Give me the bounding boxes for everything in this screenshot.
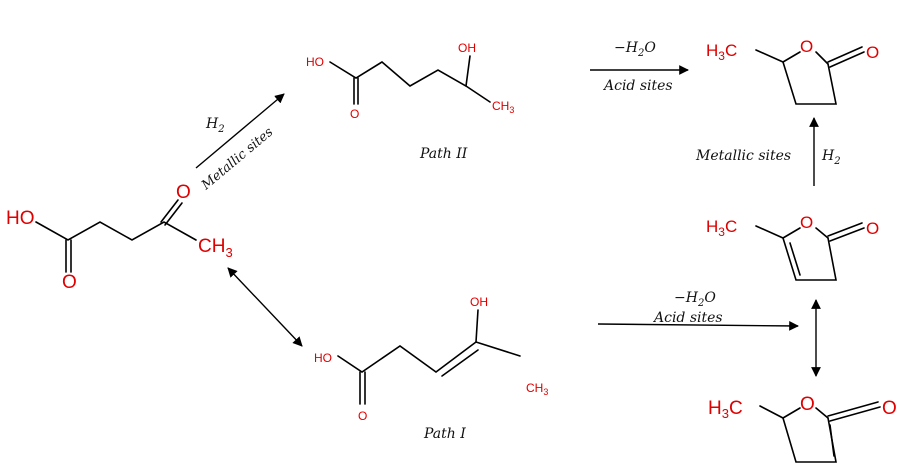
bal-h3c-group: H3C xyxy=(708,398,743,421)
path-i-label: Path I xyxy=(423,426,466,442)
levulinic-ch3-group: CH3 xyxy=(198,236,233,260)
hpe-carbonyl-o-atom: O xyxy=(358,409,367,423)
bal-ring-o-atom: O xyxy=(800,394,815,415)
levulinic-acid-molecule: HO O O CH3 xyxy=(6,182,233,293)
metallic-sites-right-label: Metallic sites xyxy=(695,148,791,164)
levulinic-ketone-o-atom: O xyxy=(176,182,191,203)
levulinic-ho-atom: HO xyxy=(6,208,35,229)
gamma-valerolactone-molecule: H3C O O xyxy=(706,37,879,105)
levulinic-carbonyl-o-atom: O xyxy=(62,272,77,293)
path-i-dehydration-arrow xyxy=(597,321,799,331)
h2-condition-right: H2 xyxy=(821,148,841,167)
bal-carbonyl-o-atom: O xyxy=(882,398,897,419)
hpa-ch3-group: CH3 xyxy=(492,99,514,115)
hydroxypentenoic-acid-molecule: HO OH O CH3 xyxy=(314,295,548,423)
aal-carbonyl-o-atom: O xyxy=(866,219,879,238)
hpe-ch3-group: CH3 xyxy=(526,381,548,397)
gvl-ring-o-atom: O xyxy=(800,37,813,56)
hydroxypentanoic-acid-molecule: HO OH O CH3 xyxy=(306,41,514,121)
alpha-angelica-lactone-molecule: H3C O O xyxy=(706,213,879,281)
beta-angelica-lactone-molecule: H3C O O xyxy=(708,394,897,463)
path-ii-label: Path II xyxy=(419,146,468,162)
path-ii-water-loss: −H2O xyxy=(614,40,656,59)
gvl-h3c-group: H3C xyxy=(706,41,737,63)
aal-ring-o-atom: O xyxy=(800,213,813,232)
hpe-oh-atom: OH xyxy=(470,295,488,309)
aal-h3c-group: H3C xyxy=(706,217,737,239)
hpa-carbonyl-o-atom: O xyxy=(350,107,359,121)
path-ii-acid-sites: Acid sites xyxy=(602,78,673,94)
hpa-ho-atom: HO xyxy=(306,55,324,69)
tautomerization-arrow xyxy=(227,267,303,347)
hydrogenation-arrow xyxy=(195,93,285,169)
h2-condition-upper: H2 xyxy=(205,116,225,135)
gvl-carbonyl-o-atom: O xyxy=(866,43,879,62)
path-i-acid-sites: Acid sites xyxy=(652,310,723,326)
hpa-oh-atom: OH xyxy=(458,41,476,55)
hpe-ho-atom: HO xyxy=(314,351,332,365)
metallic-sites-upper-label: Metallic sites xyxy=(198,125,276,194)
path-i-water-loss: −H2O xyxy=(674,290,716,309)
